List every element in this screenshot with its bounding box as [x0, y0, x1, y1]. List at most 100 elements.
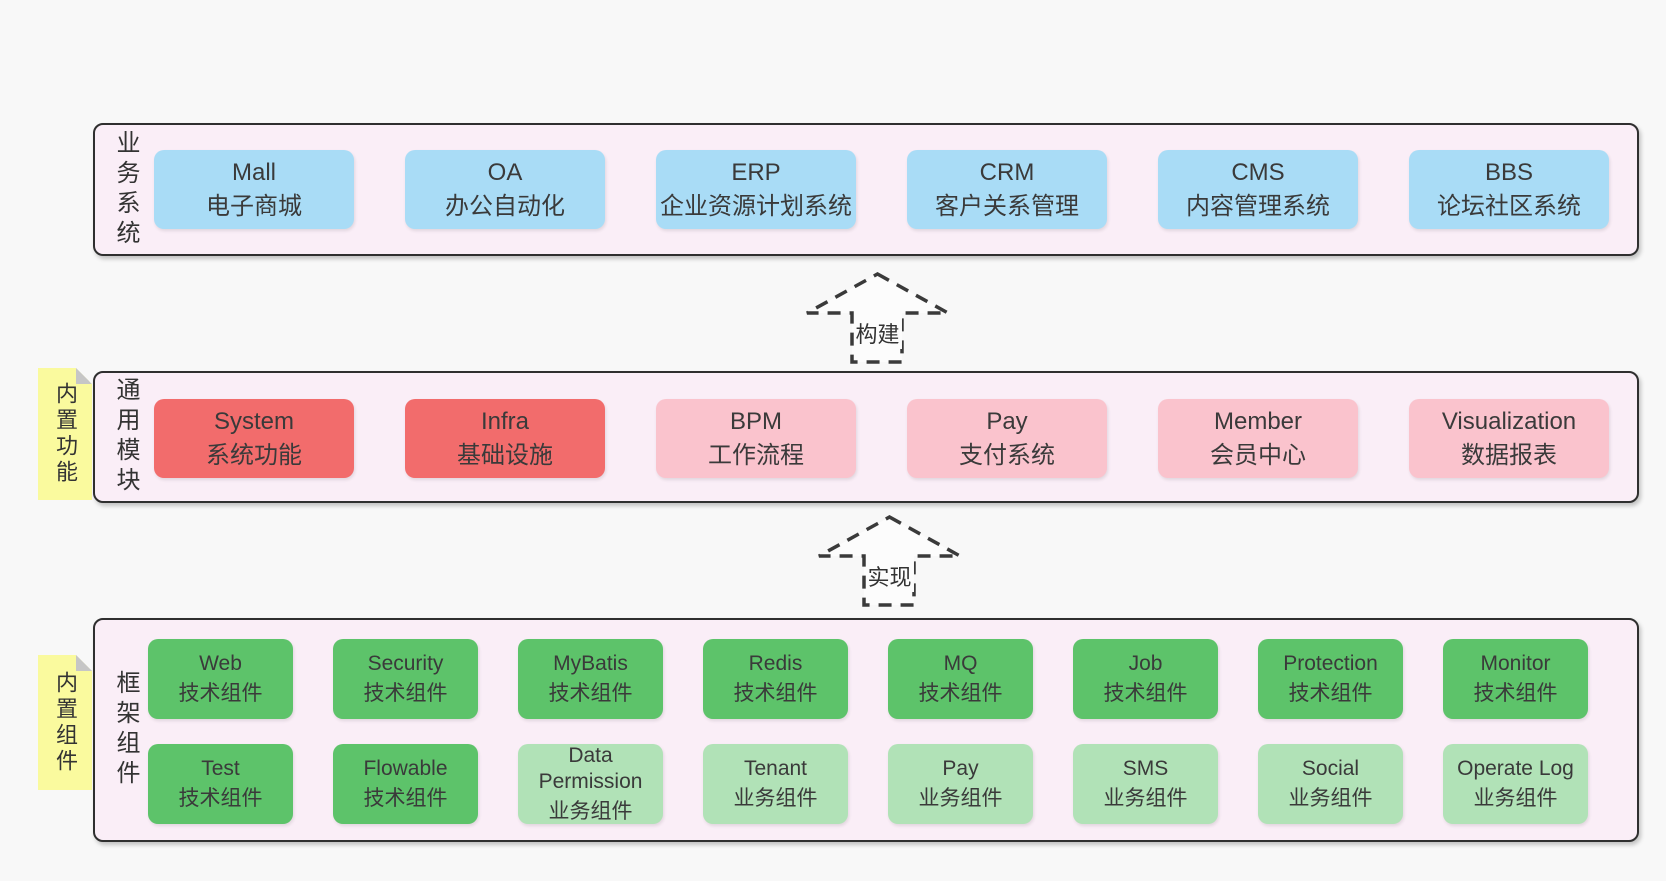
box-bpm: BPM 工作流程	[656, 399, 856, 478]
box-title: Test	[201, 757, 240, 781]
box-subtitle: 企业资源计划系统	[660, 192, 852, 220]
box-operate-log: Operate Log 业务组件	[1443, 744, 1588, 824]
box-subtitle: 业务组件	[1473, 786, 1558, 810]
box-title: Protection	[1283, 652, 1378, 676]
box-subtitle: 论坛社区系统	[1437, 192, 1581, 220]
box-web: Web 技术组件	[148, 639, 293, 719]
box-job: Job 技术组件	[1073, 639, 1218, 719]
box-title: Flowable	[363, 757, 448, 781]
layer-modules-label: 通用模块	[112, 377, 139, 497]
box-subtitle: 系统功能	[206, 441, 302, 469]
box-visualization: Visualization 数据报表	[1409, 399, 1609, 478]
modules-box-row: System 系统功能 Infra 基础设施 BPM 工作流程 Pay 支付系统…	[154, 399, 1609, 478]
box-title: Tenant	[743, 757, 808, 781]
box-flowable: Flowable 技术组件	[333, 744, 478, 824]
box-member: Member 会员中心	[1158, 399, 1358, 478]
box-title: Pay	[942, 757, 979, 781]
box-system: System 系统功能	[154, 399, 354, 478]
box-subtitle: 技术组件	[363, 786, 448, 810]
build-arrow-label: 构建	[853, 317, 902, 349]
box-title: BBS	[1484, 158, 1534, 186]
box-title: Visualization	[1441, 407, 1577, 435]
box-subtitle: 技术组件	[178, 681, 263, 705]
build-arrow: 构建	[805, 272, 950, 364]
box-erp: ERP 企业资源计划系统	[656, 150, 856, 229]
box-title: CMS	[1231, 158, 1285, 186]
box-subtitle: 技术组件	[1473, 681, 1558, 705]
components-box-row-2: Test 技术组件 Flowable 技术组件 Data Permission …	[148, 744, 1588, 824]
box-title: Infra	[480, 407, 530, 435]
layer-business-systems: 业务系统 Mall 电子商城 OA 办公自动化 ERP 企业资源计划系统 CRM…	[93, 123, 1639, 256]
layer-components-label: 框架组件	[112, 670, 139, 790]
layer-business-label: 业务系统	[112, 129, 139, 250]
box-subtitle: 技术组件	[1288, 681, 1373, 705]
box-title: Monitor	[1480, 652, 1551, 676]
implement-arrow-label: 实现	[865, 560, 914, 592]
box-subtitle: 支付系统	[959, 441, 1055, 469]
box-title: MyBatis	[553, 652, 628, 676]
box-mq: MQ 技术组件	[888, 639, 1033, 719]
box-title: Redis	[748, 652, 803, 676]
box-sms: SMS 业务组件	[1073, 744, 1218, 824]
box-subtitle: 技术组件	[178, 786, 263, 810]
note-built-in-components: 内置组件	[38, 655, 92, 790]
box-subtitle: 工作流程	[708, 441, 804, 469]
note-built-in-features: 内置功能	[38, 368, 92, 500]
box-title: Operate Log	[1457, 757, 1574, 781]
box-mall: Mall 电子商城	[154, 150, 354, 229]
business-box-row: Mall 电子商城 OA 办公自动化 ERP 企业资源计划系统 CRM 客户关系…	[154, 150, 1609, 229]
box-title: SMS	[1122, 757, 1169, 781]
box-subtitle: 内容管理系统	[1186, 192, 1330, 220]
box-bbs: BBS 论坛社区系统	[1409, 150, 1609, 229]
box-title: MQ	[943, 652, 978, 676]
box-protection: Protection 技术组件	[1258, 639, 1403, 719]
box-title: Job	[1128, 652, 1163, 676]
note-text: 内置组件	[53, 670, 78, 775]
box-pay-component: Pay 业务组件	[888, 744, 1033, 824]
box-title: Mall	[231, 158, 276, 186]
layer-common-modules: 通用模块 System 系统功能 Infra 基础设施 BPM 工作流程 Pay…	[93, 371, 1639, 503]
box-subtitle: 技术组件	[918, 681, 1003, 705]
box-title: BPM	[729, 407, 782, 435]
box-title: Social	[1301, 757, 1360, 781]
box-title: System	[213, 407, 294, 435]
box-data-permission: Data Permission 业务组件	[518, 744, 663, 824]
box-subtitle: 技术组件	[548, 681, 633, 705]
box-tenant: Tenant 业务组件	[703, 744, 848, 824]
box-subtitle: 电子商城	[206, 192, 302, 220]
box-subtitle: 会员中心	[1210, 441, 1306, 469]
components-box-row-1: Web 技术组件 Security 技术组件 MyBatis 技术组件 Redi…	[148, 639, 1588, 719]
box-subtitle: 业务组件	[1288, 786, 1373, 810]
box-monitor: Monitor 技术组件	[1443, 639, 1588, 719]
implement-arrow: 实现	[817, 515, 962, 607]
box-test: Test 技术组件	[148, 744, 293, 824]
box-crm: CRM 客户关系管理	[907, 150, 1107, 229]
box-title: Web	[199, 652, 242, 676]
box-redis: Redis 技术组件	[703, 639, 848, 719]
box-subtitle: 业务组件	[1103, 786, 1188, 810]
box-infra: Infra 基础设施	[405, 399, 605, 478]
box-subtitle: 技术组件	[733, 681, 818, 705]
box-security: Security 技术组件	[333, 639, 478, 719]
box-title: Pay	[986, 407, 1028, 435]
box-pay-module: Pay 支付系统	[907, 399, 1107, 478]
box-title: Data Permission	[538, 744, 643, 794]
box-subtitle: 技术组件	[363, 681, 448, 705]
box-title: Security	[367, 652, 444, 676]
box-title: OA	[487, 158, 523, 186]
box-subtitle: 业务组件	[548, 799, 633, 823]
box-subtitle: 业务组件	[733, 786, 818, 810]
box-subtitle: 业务组件	[918, 786, 1003, 810]
note-text: 内置功能	[53, 382, 78, 486]
box-subtitle: 办公自动化	[445, 192, 565, 220]
box-oa: OA 办公自动化	[405, 150, 605, 229]
box-subtitle: 基础设施	[457, 441, 553, 469]
layer-framework-components: 框架组件 Web 技术组件 Security 技术组件 MyBatis 技术组件…	[93, 618, 1639, 842]
box-cms: CMS 内容管理系统	[1158, 150, 1358, 229]
box-title: Member	[1213, 407, 1303, 435]
box-subtitle: 数据报表	[1461, 441, 1557, 469]
box-subtitle: 客户关系管理	[935, 192, 1079, 220]
box-title: CRM	[979, 158, 1035, 186]
box-title: ERP	[731, 158, 781, 186]
